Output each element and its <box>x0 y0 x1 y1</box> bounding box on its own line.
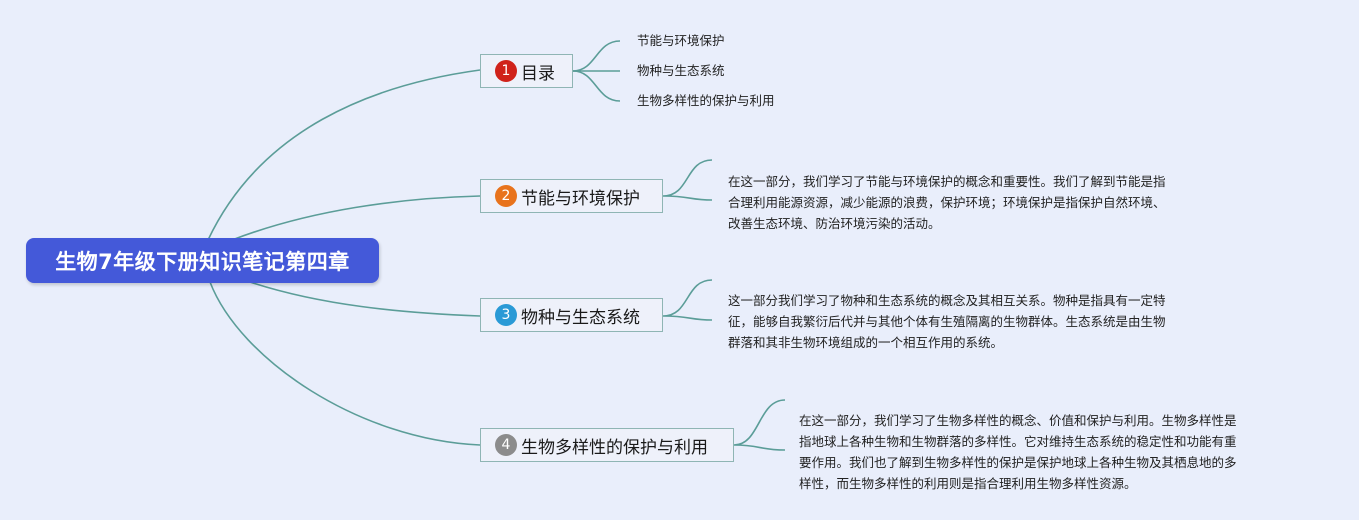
toc-item[interactable]: 节能与环境保护 <box>637 33 725 48</box>
number-badge-icon: 3 <box>495 304 517 326</box>
branch-species[interactable]: 3 物种与生态系统 <box>480 298 663 332</box>
note-line: 这一部分我们学习了物种和生态系统的概念及其相互关系。物种是指具有一定特 <box>728 293 1166 308</box>
note-line: 改善生态环境、防治环境污染的活动。 <box>728 216 941 231</box>
connector-energy-note <box>662 159 713 201</box>
number-badge-icon: 1 <box>495 60 517 82</box>
note-line: 合理利用能源资源，减少能源的浪费，保护环境；环境保护是指保护自然环境、 <box>728 195 1166 210</box>
connector-toc-leaf-1 <box>572 40 621 72</box>
note-species: 这一部分我们学习了物种和生态系统的概念及其相互关系。物种是指具有一定特 征，能够… <box>728 290 1166 353</box>
note-line: 样性，而生物多样性的利用则是指合理利用生物多样性资源。 <box>799 476 1137 491</box>
branch-label: 节能与环境保护 <box>521 188 640 209</box>
note-line: 征，能够自我繁衍后代并与其他个体有生殖隔离的生物群体。生态系统是由生物 <box>728 314 1166 329</box>
note-line: 要作用。我们也了解到生物多样性的保护是保护地球上各种生物及其栖息地的多 <box>799 455 1237 470</box>
connector-root-to-energy <box>231 195 481 241</box>
note-line: 在这一部分，我们学习了生物多样性的概念、价值和保护与利用。生物多样性是 <box>799 413 1237 428</box>
note-line: 在这一部分，我们学习了节能与环境保护的概念和重要性。我们了解到节能是指 <box>728 174 1166 189</box>
branch-label: 物种与生态系统 <box>521 307 640 328</box>
root-topic[interactable]: 生物7年级下册知识笔记第四章 <box>26 238 379 283</box>
branch-biodiversity[interactable]: 4 生物多样性的保护与利用 <box>480 428 734 462</box>
branch-label: 目录 <box>521 63 555 84</box>
connector-biodiversity-note <box>733 399 786 451</box>
branch-label: 生物多样性的保护与利用 <box>521 437 708 458</box>
number-badge-icon: 2 <box>495 185 517 207</box>
connector-species-note <box>662 279 713 321</box>
branch-toc[interactable]: 1 目录 <box>480 54 573 88</box>
root-title: 生物7年级下册知识笔记第四章 <box>55 249 350 274</box>
connector-root-to-toc <box>207 69 481 241</box>
toc-item[interactable]: 物种与生态系统 <box>637 63 725 78</box>
note-line: 群落和其非生物环境组成的一个相互作用的系统。 <box>728 335 1004 350</box>
toc-item[interactable]: 生物多样性的保护与利用 <box>637 93 775 108</box>
note-energy: 在这一部分，我们学习了节能与环境保护的概念和重要性。我们了解到节能是指 合理利用… <box>728 171 1166 234</box>
note-line: 指地球上各种生物和生物群落的多样性。它对维持生态系统的稳定性和功能有重 <box>799 434 1237 449</box>
number-badge-icon: 4 <box>495 434 517 456</box>
connector-root-to-biodiversity <box>209 281 481 446</box>
connector-toc-leaf-3 <box>572 70 621 102</box>
connector-root-to-species <box>249 281 481 317</box>
note-biodiversity: 在这一部分，我们学习了生物多样性的概念、价值和保护与利用。生物多样性是 指地球上… <box>799 410 1237 494</box>
branch-energy[interactable]: 2 节能与环境保护 <box>480 179 663 213</box>
